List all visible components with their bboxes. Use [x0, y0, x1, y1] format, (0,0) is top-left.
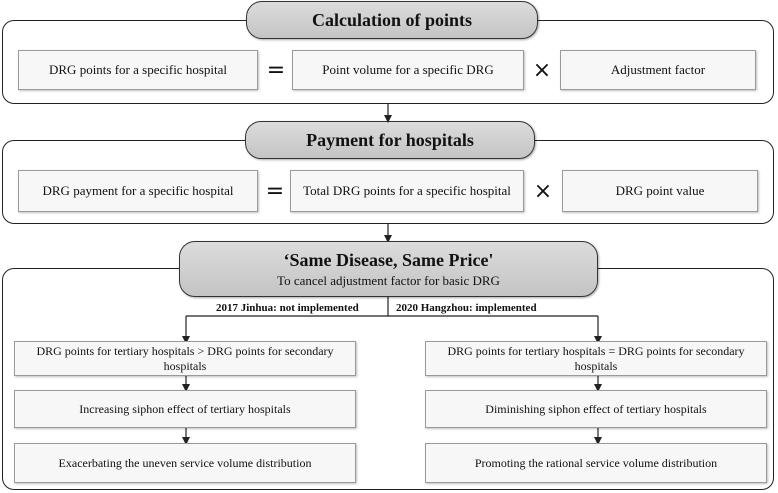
calc-lhs-box: DRG points for a specific hospital: [18, 50, 258, 90]
left-step-1: DRG points for tertiary hospitals > DRG …: [14, 341, 356, 376]
calc-equals-sign: =: [266, 57, 286, 83]
calc-term2-box: Adjustment factor: [560, 50, 756, 90]
payment-lhs-box: DRG payment for a specific hospital: [18, 170, 258, 212]
calc-title: Calculation of points: [246, 1, 538, 39]
payment-title: Payment for hospitals: [245, 121, 535, 159]
payment-times-sign: ×: [533, 178, 553, 204]
right-step-3: Promoting the rational service volume di…: [425, 443, 767, 483]
same-price-title: ‘Same Disease, Same Price': [283, 249, 494, 270]
calc-times-sign: ×: [532, 57, 552, 83]
payment-equals-sign: =: [265, 178, 285, 204]
calc-term1-box: Point volume for a specific DRG: [292, 50, 524, 90]
left-step-2: Increasing siphon effect of tertiary hos…: [14, 390, 356, 428]
same-price-subtitle: To cancel adjustment factor for basic DR…: [277, 272, 500, 288]
same-price-header: ‘Same Disease, Same Price' To cancel adj…: [179, 241, 598, 297]
right-step-1: DRG points for tertiary hospitals = DRG …: [425, 341, 767, 376]
left-branch-label: 2017 Jinhua: not implemented: [216, 302, 359, 314]
payment-term1-box: Total DRG points for a specific hospital: [290, 170, 524, 212]
left-step-3: Exacerbating the uneven service volume d…: [14, 443, 356, 483]
payment-term2-box: DRG point value: [562, 170, 758, 212]
right-step-2: Diminishing siphon effect of tertiary ho…: [425, 390, 767, 428]
right-branch-label: 2020 Hangzhou: implemented: [396, 302, 537, 314]
